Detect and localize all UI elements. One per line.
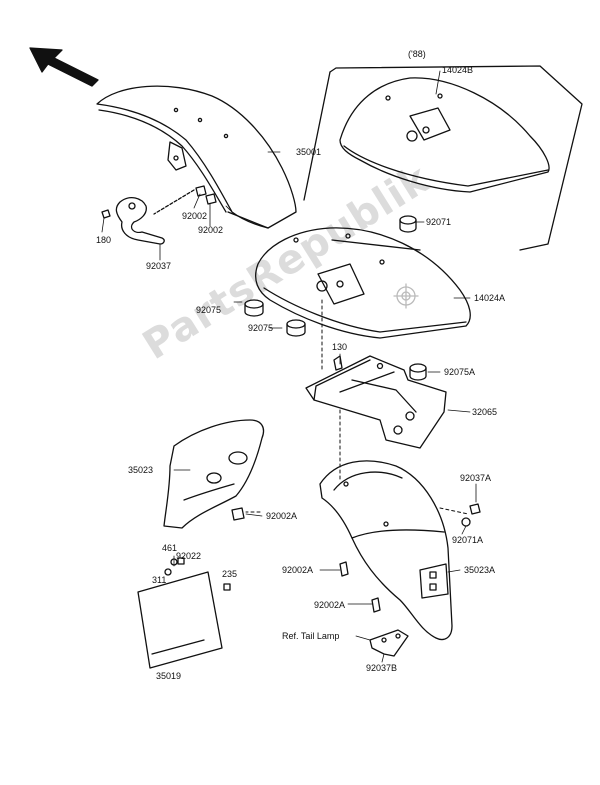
label-130: 130 (332, 342, 348, 352)
label-92002-a: 92002 (182, 211, 208, 221)
label-311: 311 (152, 575, 167, 585)
label-35023: 35023 (128, 465, 154, 475)
rear-fender-35023A (319, 460, 453, 641)
label-35019: 35019 (156, 671, 182, 681)
front-small-parts (101, 185, 217, 245)
label-32065: 32065 (472, 407, 498, 417)
label-92002A-b: 92002A (282, 565, 314, 575)
label-year-88: ('88) (408, 49, 426, 59)
label-92075-a: 92075 (196, 305, 222, 315)
direction-arrow-icon (29, 47, 99, 87)
side-cover-35023 (163, 419, 265, 529)
inset-1988-box (303, 65, 583, 251)
label-35023A: 35023A (464, 565, 496, 575)
label-235: 235 (222, 569, 238, 579)
label-92002-b: 92002 (198, 225, 224, 235)
label-35001: 35001 (296, 147, 322, 157)
label-461: 461 (162, 543, 178, 553)
front-fender-35001 (96, 85, 297, 229)
gear-logo-icon (393, 283, 419, 309)
label-180: 180 (96, 235, 112, 245)
label-92075A: 92075A (444, 367, 476, 377)
assembly-lines (245, 299, 469, 515)
label-14024A: 14024A (474, 293, 506, 303)
label-92075-b: 92075 (248, 323, 274, 333)
label-92037B: 92037B (366, 663, 398, 673)
label-92037A: 92037A (460, 473, 492, 483)
label-92002A-a: 92002A (266, 511, 298, 521)
label-ref-tail-lamp: Ref. Tail Lamp (282, 631, 340, 641)
bracket-32065 (305, 355, 447, 449)
label-92071A: 92071A (452, 535, 484, 545)
rear-fasteners (339, 503, 481, 657)
label-92002A-c: 92002A (314, 600, 346, 610)
label-92022: 92022 (176, 551, 202, 561)
label-92037: 92037 (146, 261, 172, 271)
rear-fender-14024A (255, 227, 471, 339)
label-14024B: 14024B (442, 65, 474, 75)
grommets (244, 215, 427, 381)
leader-lines (101, 70, 477, 663)
label-92071: 92071 (426, 217, 452, 227)
plate-35019 (137, 555, 231, 669)
